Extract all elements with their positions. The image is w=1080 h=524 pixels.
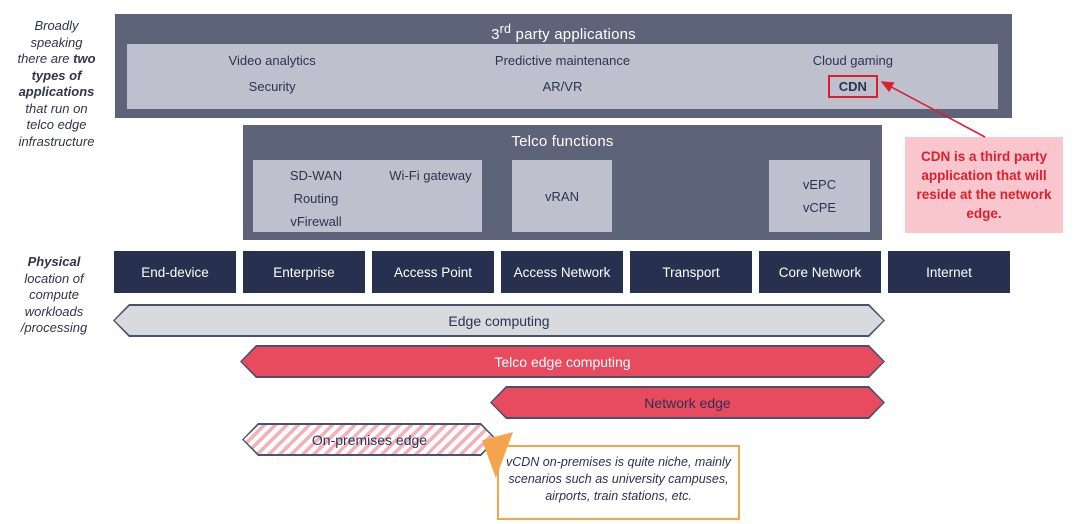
- note-line: infrastructure: [18, 133, 95, 149]
- telco-function-label: vEPC: [802, 177, 837, 192]
- telco-functions-title: Telco functions: [511, 133, 614, 150]
- app-line: Cloud gaming: [812, 53, 893, 68]
- vcdn-note-box: vCDN on-premises is quite niche, mainly …: [497, 445, 740, 520]
- telco-panel-right-column: Wi-Fi gateway: [379, 160, 482, 232]
- banner-fill: [115, 306, 883, 335]
- note-line: /processing: [20, 320, 88, 335]
- telco-function-label: vCPE: [802, 200, 837, 215]
- app-line: Video analytics: [228, 53, 316, 68]
- device-box: Transport: [630, 251, 752, 293]
- network-edge-banner: Network edge: [490, 386, 885, 419]
- on-premises-edge-label: On-premises edge: [311, 431, 428, 448]
- network-edge-label: Network edge: [644, 394, 731, 411]
- vcdn-note-text: vCDN on-premises is quite niche, mainly …: [505, 455, 732, 503]
- note-line: compute: [29, 287, 79, 302]
- telco-function-label: vRAN: [545, 188, 579, 204]
- note-line: there are two: [17, 51, 96, 66]
- app-line: AR/VR: [542, 79, 583, 94]
- note-line: Broadly: [34, 18, 79, 33]
- app-line: Predictive maintenance: [494, 53, 631, 68]
- telco-function-label: Routing: [293, 191, 339, 206]
- telco-edge-computing-label: Telco edge computing: [494, 353, 631, 370]
- device-box: Enterprise: [243, 251, 365, 293]
- note-line: workloads: [24, 303, 84, 319]
- telco-panel-left-column: SD-WAN Routing vFirewall: [253, 160, 379, 232]
- note-line: Physical: [27, 254, 81, 269]
- telco-function-label: SD-WAN: [289, 168, 343, 183]
- banner-fill: [244, 425, 495, 454]
- banner-fill: [492, 388, 883, 417]
- telco-function-label: vFirewall: [290, 214, 342, 229]
- title-rest: party applications: [511, 26, 636, 43]
- device-box: Access Point: [372, 251, 494, 293]
- cdn-arrow: [880, 81, 986, 138]
- title-superscript: rd: [499, 22, 512, 36]
- telco-core-panel: vEPC vCPE: [769, 160, 870, 232]
- cdn-callout-text: CDN is a third party application that wi…: [916, 149, 1052, 221]
- cdn-callout-box: CDN is a third party application that wi…: [905, 137, 1063, 233]
- device-box: Core Network: [759, 251, 881, 293]
- device-box: Access Network: [501, 251, 623, 293]
- app-line: Security: [248, 79, 296, 94]
- telco-vcpe-functions-panel: SD-WAN Routing vFirewall Wi-Fi gateway: [253, 160, 482, 232]
- title-prefix: 3: [491, 26, 500, 43]
- note-line: location of: [24, 270, 84, 286]
- telco-function-label: Wi-Fi gateway: [389, 168, 472, 183]
- cdn-highlight-box: CDN: [827, 75, 878, 98]
- device-box: Internet: [888, 251, 1010, 293]
- telco-functions-box: Telco functions SD-WAN Routing vFirewall W…: [243, 125, 882, 240]
- telco-edge-computing-banner: Telco edge computing: [240, 345, 885, 378]
- telco-vran-panel: vRAN: [512, 160, 612, 232]
- note-line: types of: [31, 67, 82, 83]
- app-line-cdn: CDN: [708, 74, 998, 100]
- edge-computing-banner: Edge computing: [113, 304, 885, 337]
- note-line: that run on: [25, 100, 88, 116]
- banner-fill: [242, 347, 883, 376]
- note-line: speaking: [30, 34, 83, 50]
- on-premises-edge-banner: On-premises edge: [242, 423, 497, 456]
- device-box: End-device: [114, 251, 236, 293]
- note-line: telco edge: [26, 117, 87, 132]
- note-line: applications: [18, 84, 95, 99]
- third-party-applications-title: 3rd party applications: [115, 14, 1012, 44]
- edge-computing-label: Edge computing: [448, 312, 550, 329]
